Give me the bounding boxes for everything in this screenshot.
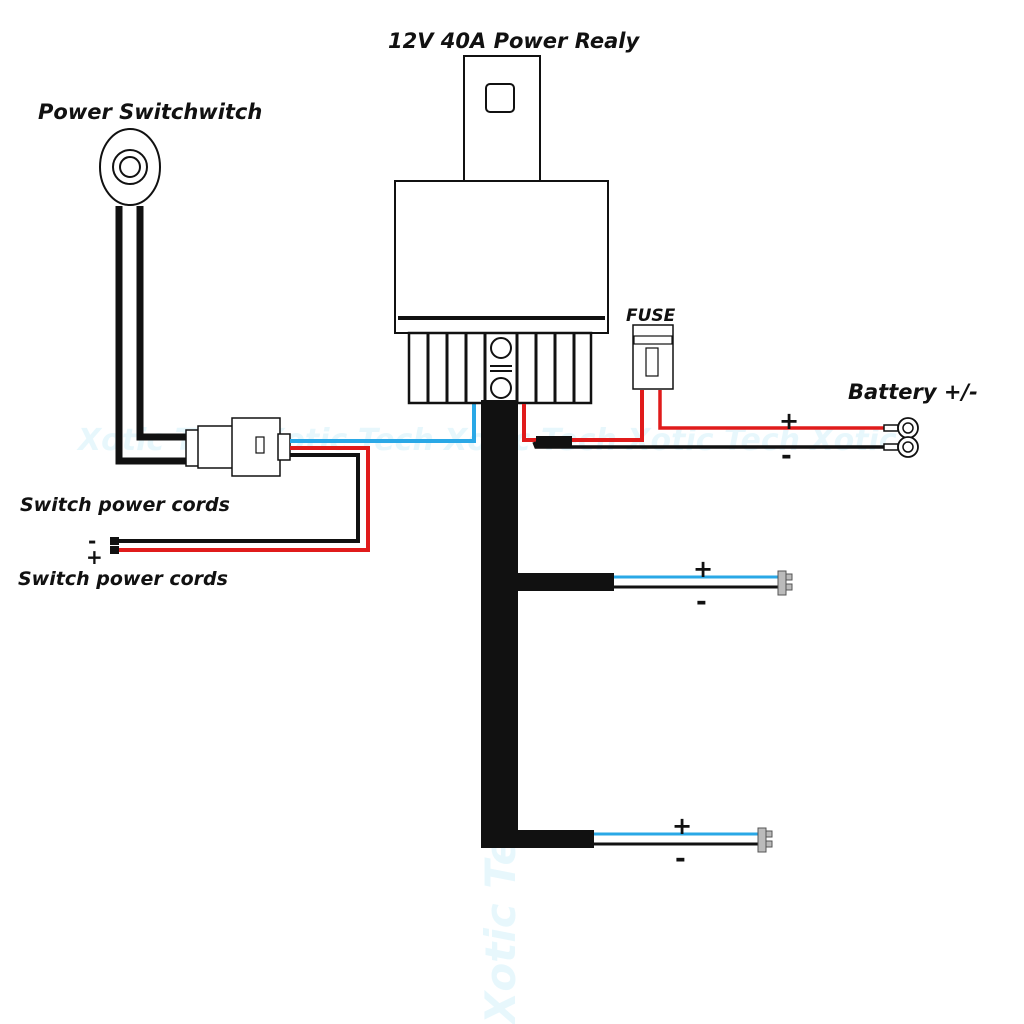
fuse-label: FUSE — [626, 306, 676, 326]
switch-power-cords — [118, 446, 370, 552]
battery-plus-sign: + — [779, 407, 799, 435]
output-wires-2 — [594, 832, 760, 846]
output-2-minus-sign: - — [675, 844, 686, 874]
relay-label: 12V 40A Power Realy — [388, 29, 640, 53]
fuse — [632, 324, 674, 390]
switch-wires — [115, 206, 196, 465]
main-harness — [481, 400, 518, 848]
switch-cords-label-bottom: Switch power cords — [18, 568, 228, 590]
cord-minus-sign: - — [88, 529, 96, 553]
output-2-plus-sign: + — [672, 812, 692, 840]
cord-terminal-minus — [110, 537, 119, 545]
output-plug-1 — [777, 570, 793, 596]
battery-wire-sleeve — [536, 436, 572, 448]
output-wires-1 — [614, 575, 780, 589]
signal-wire — [290, 404, 476, 443]
output-1-plus-sign: + — [693, 555, 713, 583]
power-switch — [99, 128, 161, 206]
relay — [394, 55, 609, 405]
relay-to-fuse-wire — [522, 390, 644, 442]
cord-terminal-plus — [110, 546, 119, 554]
cord-plus-sign: + — [86, 545, 103, 569]
switch-label: Power Switchwitch — [38, 100, 262, 124]
branch-sleeve-1 — [518, 573, 614, 591]
battery-label: Battery +/- — [848, 380, 978, 404]
output-plug-2 — [757, 827, 773, 853]
battery-terminals — [883, 417, 919, 458]
battery-minus-sign: - — [781, 441, 792, 471]
switch-cords-label-top: Switch power cords — [20, 494, 230, 516]
branch-sleeve-2 — [518, 830, 594, 848]
switch-connector — [185, 417, 291, 477]
output-1-minus-sign: - — [696, 587, 707, 617]
